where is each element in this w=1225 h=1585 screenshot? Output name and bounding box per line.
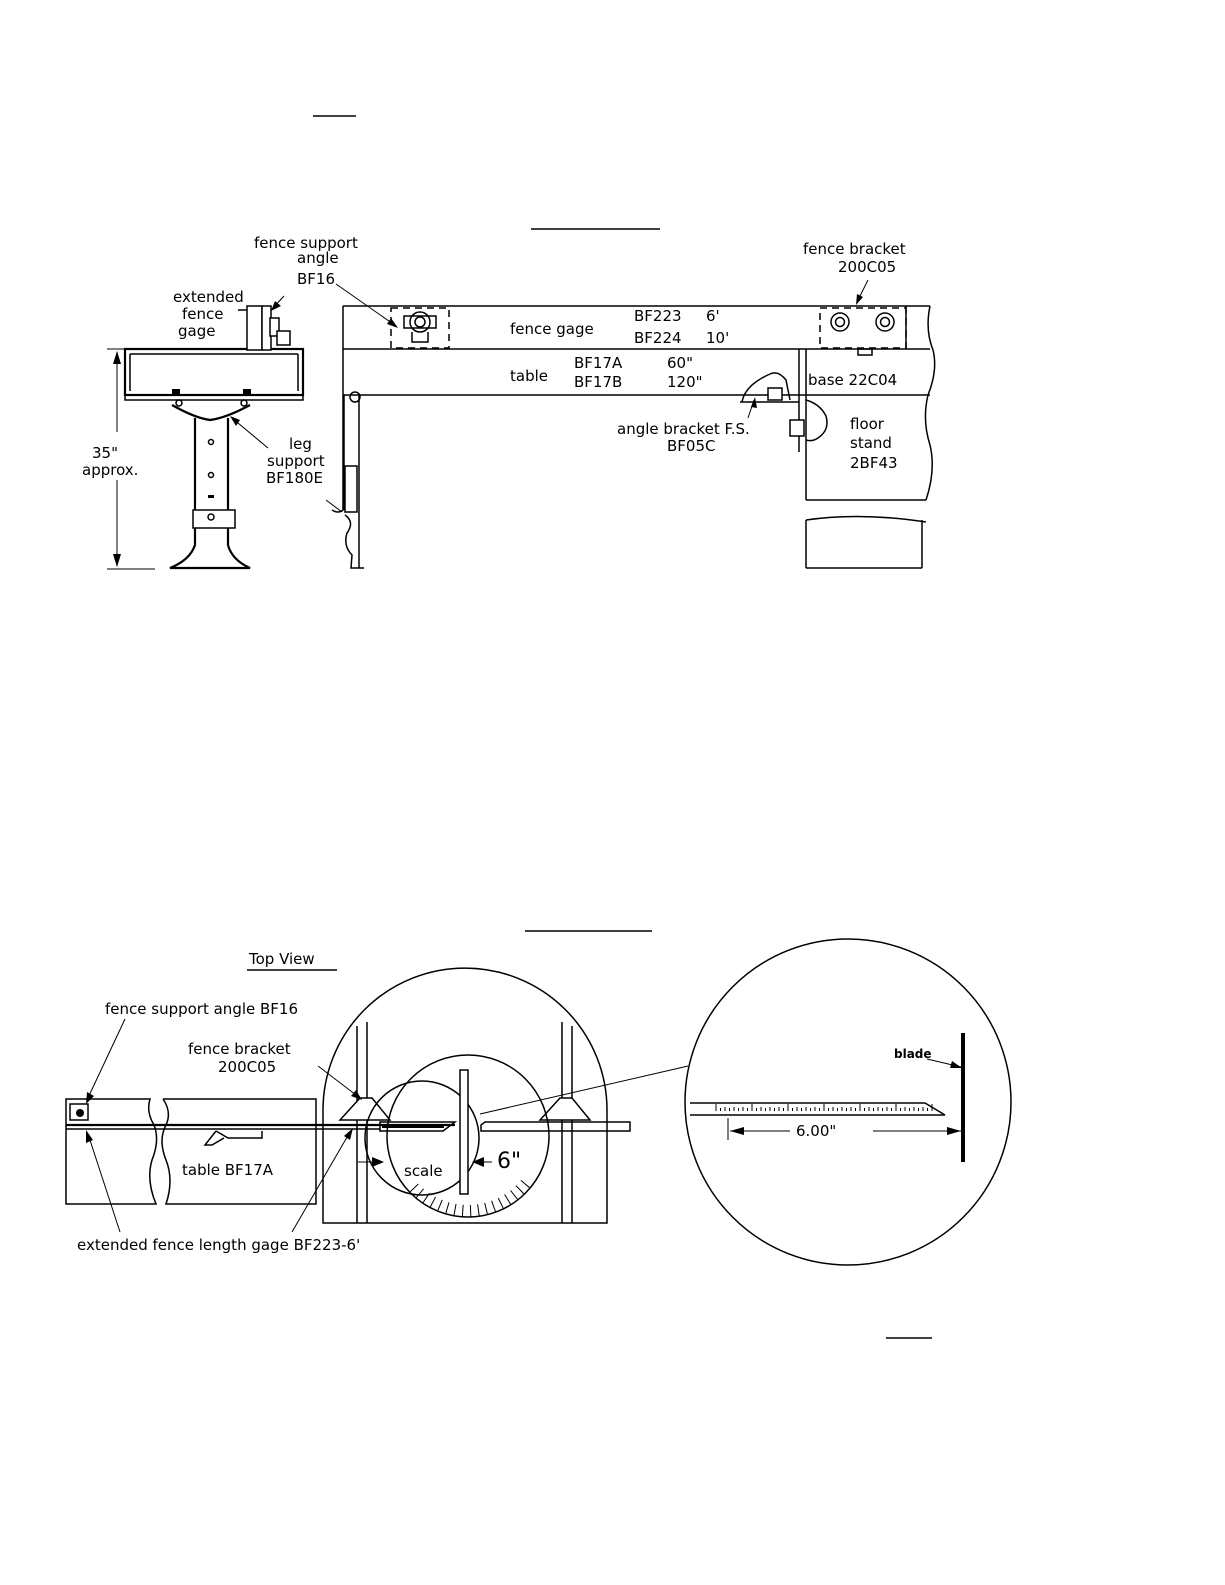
break-line-left	[331, 395, 364, 569]
label-table: table	[510, 367, 548, 385]
protractor-tick	[491, 1200, 497, 1213]
label-fence-support-angle-1: fence support	[254, 234, 358, 252]
protractor-tick	[445, 1202, 450, 1215]
label-fence-bracket-2: 200C05	[838, 258, 896, 276]
front-elevation	[325, 279, 936, 569]
label-height-1: 35"	[92, 444, 118, 462]
label-fence-gage-part-1: BF223	[634, 307, 682, 325]
label-fence-gage-part-2: BF224	[634, 329, 682, 347]
label-top-six-inch: 6"	[497, 1149, 521, 1174]
label-table-part-2: BF17B	[574, 373, 622, 391]
protractor-ticks	[409, 1179, 531, 1217]
label-extended-fence-gage-3: gage	[178, 322, 215, 340]
label-fence-gage: fence gage	[510, 320, 594, 338]
protractor-tick	[515, 1185, 525, 1195]
label-leg-support-1: leg	[289, 435, 312, 453]
label-angle-bracket-1: angle bracket F.S.	[617, 420, 750, 438]
label-extended-fence-gage-2: fence	[182, 305, 224, 323]
end-elevation	[107, 295, 305, 570]
side-view-labels: fence support angle BF16 extended fence …	[82, 234, 906, 487]
protractor-tick	[453, 1203, 457, 1216]
label-fence-gage-size-1: 6'	[706, 307, 720, 325]
top-view-title: Top View	[248, 950, 315, 968]
detail-scale-ticks	[715, 1104, 933, 1111]
label-detail-dimension: 6.00"	[796, 1122, 836, 1140]
protractor-tick	[484, 1202, 489, 1215]
top-view-labels: fence support angle BF16 fence bracket 2…	[77, 1000, 932, 1254]
label-table-part-1: BF17A	[574, 354, 623, 372]
label-top-scale: scale	[404, 1162, 443, 1180]
label-fence-gage-size-2: 10'	[706, 329, 729, 347]
label-leg-support-3: BF180E	[266, 469, 323, 487]
protractor-tick	[520, 1179, 531, 1189]
protractor-tick	[477, 1204, 480, 1217]
label-fence-bracket-1: fence bracket	[803, 240, 906, 258]
protractor-tick	[504, 1194, 512, 1205]
label-floor-stand-1: floor	[850, 415, 885, 433]
label-table-size-2: 120"	[667, 373, 703, 391]
label-fence-support-angle-3: BF16	[297, 270, 335, 288]
protractor-tick	[409, 1183, 419, 1193]
protractor-tick	[415, 1188, 425, 1199]
label-base: base 22C04	[808, 371, 897, 389]
label-floor-stand-2: stand	[850, 434, 892, 452]
label-table-size-1: 60"	[667, 354, 693, 372]
label-angle-bracket-2: BF05C	[667, 437, 715, 455]
protractor-tick	[437, 1199, 443, 1212]
label-leg-support-2: support	[267, 452, 325, 470]
label-top-table: table BF17A	[182, 1161, 274, 1179]
label-top-fence-support-angle: fence support angle BF16	[105, 1000, 298, 1018]
top-view	[65, 967, 689, 1233]
label-top-extended-fence-length-gage: extended fence length gage BF223-6'	[77, 1236, 360, 1254]
label-top-fence-bracket-2: 200C05	[218, 1058, 276, 1076]
protractor-tick	[429, 1196, 437, 1208]
protractor-tick	[497, 1197, 504, 1210]
label-extended-fence-gage-1: extended	[173, 288, 244, 306]
protractor-tick	[461, 1204, 464, 1217]
label-floor-stand-3: 2BF43	[850, 454, 898, 472]
label-top-fence-bracket-1: fence bracket	[188, 1040, 291, 1058]
label-detail-blade: blade	[894, 1047, 932, 1061]
fence-scale-ticks	[382, 1125, 444, 1128]
label-fence-support-angle-2: angle	[297, 249, 339, 267]
label-height-2: approx.	[82, 461, 138, 479]
protractor-tick	[510, 1190, 519, 1201]
protractor-tick	[422, 1192, 430, 1204]
detail-view	[684, 938, 1012, 1266]
